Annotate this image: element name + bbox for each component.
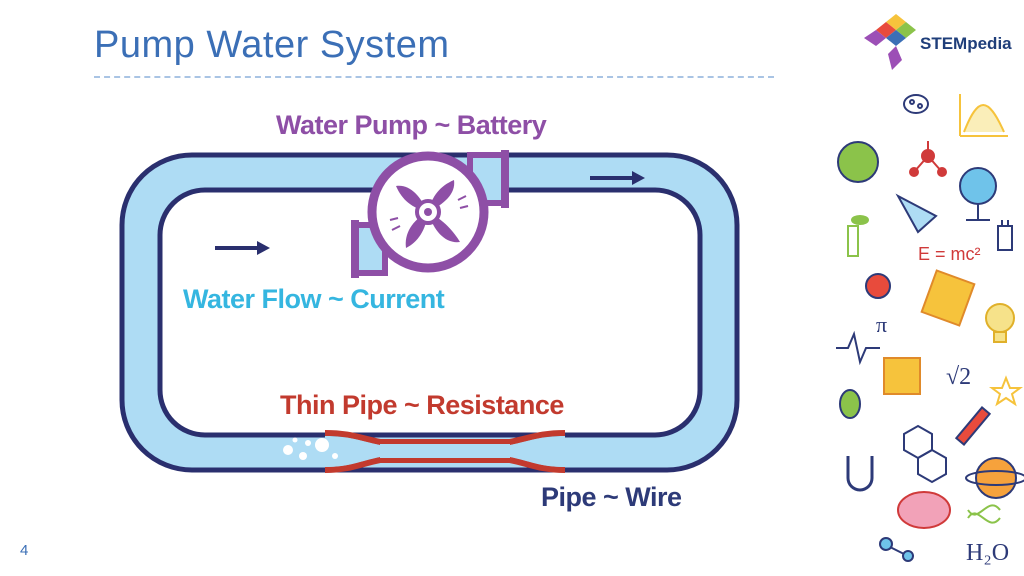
pump-water-diagram [119,150,740,473]
logo-text: STEMpedia [920,34,1012,53]
title-divider [94,76,774,78]
apple-icon [865,273,891,299]
brain-icon [897,491,951,529]
pi-symbol: π [876,312,888,337]
water-flow-current-label: Water Flow ~ Current [183,284,445,314]
stempedia-logo-icon [864,14,916,70]
sqrt-symbol: √2 [946,364,972,390]
flow-arrow-right [590,171,645,185]
molecule-icon [879,537,914,562]
bulb-icon [985,303,1015,343]
thin-pipe-resistance [324,430,566,445]
page-number: 4 [20,542,29,559]
pump-battery-label: Water Pump ~ Battery [276,110,547,140]
flow-arrow-left [215,241,270,255]
thin-pipe-resistance-bottom [324,457,566,473]
formula-text: E = mc² [918,244,981,264]
graph-icon [959,94,1008,137]
planet-icon [959,167,997,221]
book-icon [920,269,976,327]
molecule-icon [909,141,947,177]
pipe-wire-label: Pipe ~ Wire [541,482,682,512]
star-icon [989,375,1023,407]
water-formula: H₂O [966,540,1010,566]
waveform-icon [836,330,880,366]
microbe-icon [903,94,929,114]
magnet-icon [846,456,874,492]
planet-icon [965,457,1024,499]
hexagon-structure-icon [903,424,947,484]
plant-icon [847,215,869,257]
dna-icon [967,504,1001,524]
test-tube-icon [954,406,992,446]
pill-icon [839,389,861,419]
rocket-icon [895,193,938,234]
abacus-icon [883,357,921,395]
slide-title: Pump Water System [94,24,450,66]
globe-icon [837,141,879,183]
science-doodles [836,94,1024,562]
bubble [283,445,293,455]
thin-pipe-resistance-label: Thin Pipe ~ Resistance [280,390,564,420]
plug-icon [997,220,1013,251]
